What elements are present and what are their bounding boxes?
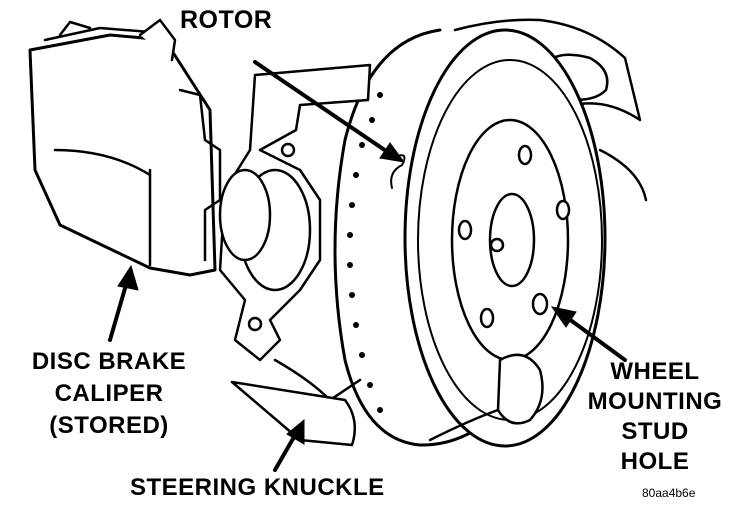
stud-hole-arrow [563, 314, 627, 362]
disc-brake-caliper-label: DISC BRAKE CALIPER (STORED) [2, 346, 216, 442]
steering-arm-illustration [230, 380, 357, 447]
steering-knuckle-illustration [218, 63, 372, 402]
stud-label-line: MOUNTING [587, 388, 723, 415]
stud-hole-arrowhead [550, 306, 577, 328]
figure-code: 80aa4b6e [642, 486, 696, 500]
rotor-illustration [333, 28, 607, 448]
wheel-mounting-stud-hole-label: WHEEL MOUNTING STUD HOLE [580, 357, 730, 477]
knuckle-arrowhead [286, 418, 305, 445]
rotor-arrowhead [379, 142, 406, 163]
caliper-label-line: (STORED) [49, 412, 169, 439]
rotor-arrow [253, 60, 394, 157]
steering-knuckle-label: STEERING KNUCKLE [130, 474, 385, 501]
stud-label-line: WHEEL [610, 358, 700, 385]
hand-bottom-illustration [428, 353, 544, 442]
rotor-label: ROTOR [180, 6, 273, 34]
caliper-arrowhead [117, 264, 139, 291]
caliper-label-line: CALIPER [54, 380, 164, 407]
pointer-arrows [108, 60, 627, 472]
caliper-label-line: DISC BRAKE [31, 348, 187, 375]
stud-label-line: HOLE [620, 448, 690, 475]
caliper-arrow [108, 276, 130, 342]
stud-label-line: STUD [621, 418, 689, 445]
caliper-illustration [28, 18, 222, 277]
